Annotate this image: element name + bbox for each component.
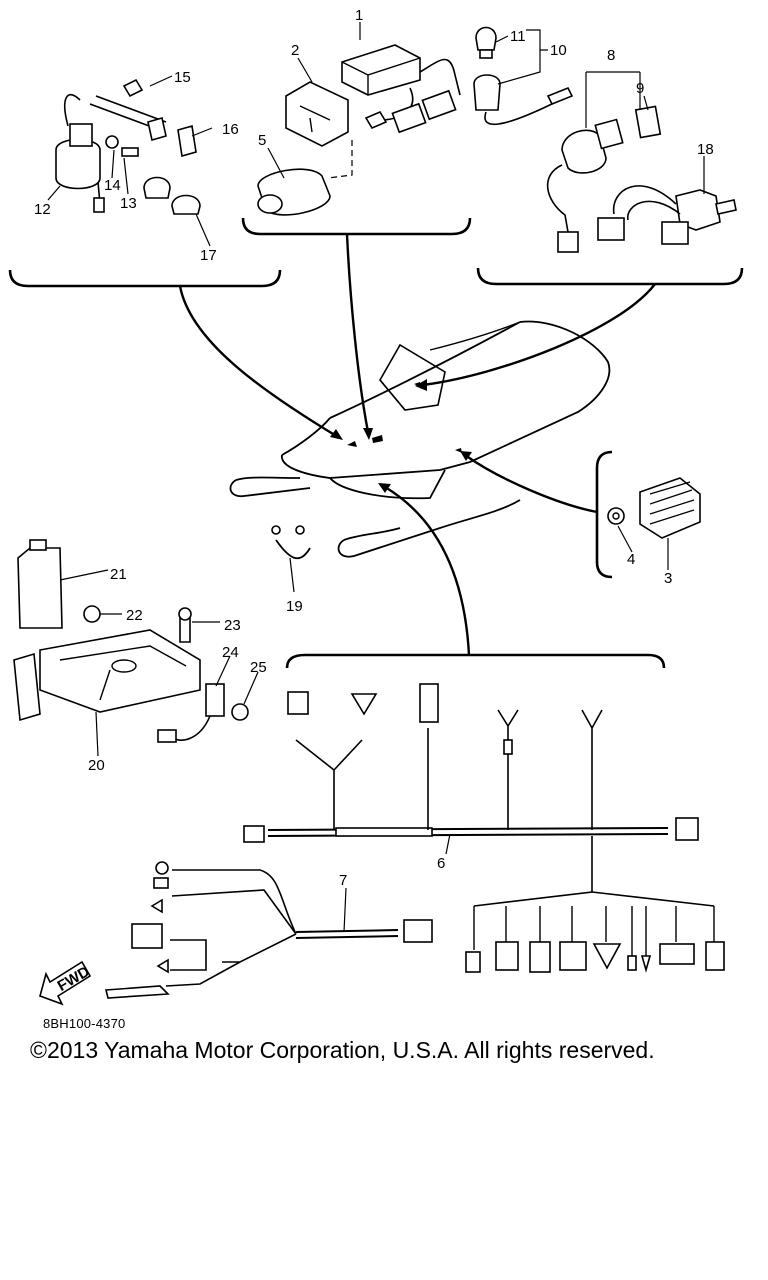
callout-22: 22 <box>126 607 143 624</box>
callout-1: 1 <box>355 7 363 24</box>
part-code: 8BH100-4370 <box>43 1016 126 1031</box>
snowmobile-outline <box>229 320 611 558</box>
forward-direction-arrow: FWD <box>39 960 93 1006</box>
callout-14: 14 <box>104 177 121 194</box>
callout-numbers: 1 2 3 4 5 6 7 8 9 10 11 12 13 14 15 16 1… <box>34 7 714 889</box>
callout-4: 4 <box>627 551 635 568</box>
callout-24: 24 <box>222 644 239 661</box>
main-wire-harness <box>243 683 725 973</box>
callout-16: 16 <box>222 121 239 138</box>
callout-8: 8 <box>607 47 615 64</box>
callout-9: 9 <box>636 80 644 97</box>
callout-20: 20 <box>88 757 105 774</box>
ignition-coil-group <box>55 78 201 215</box>
callout-5: 5 <box>258 132 266 149</box>
callout-19: 19 <box>286 598 303 615</box>
switch-group <box>546 105 737 253</box>
callout-3: 3 <box>664 570 672 587</box>
callout-lines <box>47 22 705 933</box>
copyright-notice: ©2013 Yamaha Motor Corporation, U.S.A. A… <box>30 1037 655 1063</box>
callout-2: 2 <box>291 42 299 59</box>
callout-21: 21 <box>110 566 127 583</box>
detail-frames <box>8 217 744 669</box>
callout-13: 13 <box>120 195 137 212</box>
callout-25: 25 <box>250 659 267 676</box>
callout-15: 15 <box>174 69 191 86</box>
callout-12: 12 <box>34 201 51 218</box>
callout-23: 23 <box>224 617 241 634</box>
callout-18: 18 <box>697 141 714 158</box>
callout-17: 17 <box>200 247 217 264</box>
callout-6: 6 <box>437 855 445 872</box>
leader-lines <box>178 233 656 656</box>
sub-wire-harness <box>104 861 433 999</box>
indicator-bulb-group <box>473 26 574 126</box>
callout-10: 10 <box>550 42 567 59</box>
callout-7: 7 <box>339 872 347 889</box>
cdi-unit-group <box>257 44 461 216</box>
bracket-group <box>13 539 249 743</box>
callout-11: 11 <box>510 28 526 45</box>
clamp-19 <box>271 525 311 560</box>
electrical-parts-diagram: FWD 1 2 3 4 5 6 7 8 <box>8 7 744 1006</box>
rectifier-group <box>607 477 701 539</box>
